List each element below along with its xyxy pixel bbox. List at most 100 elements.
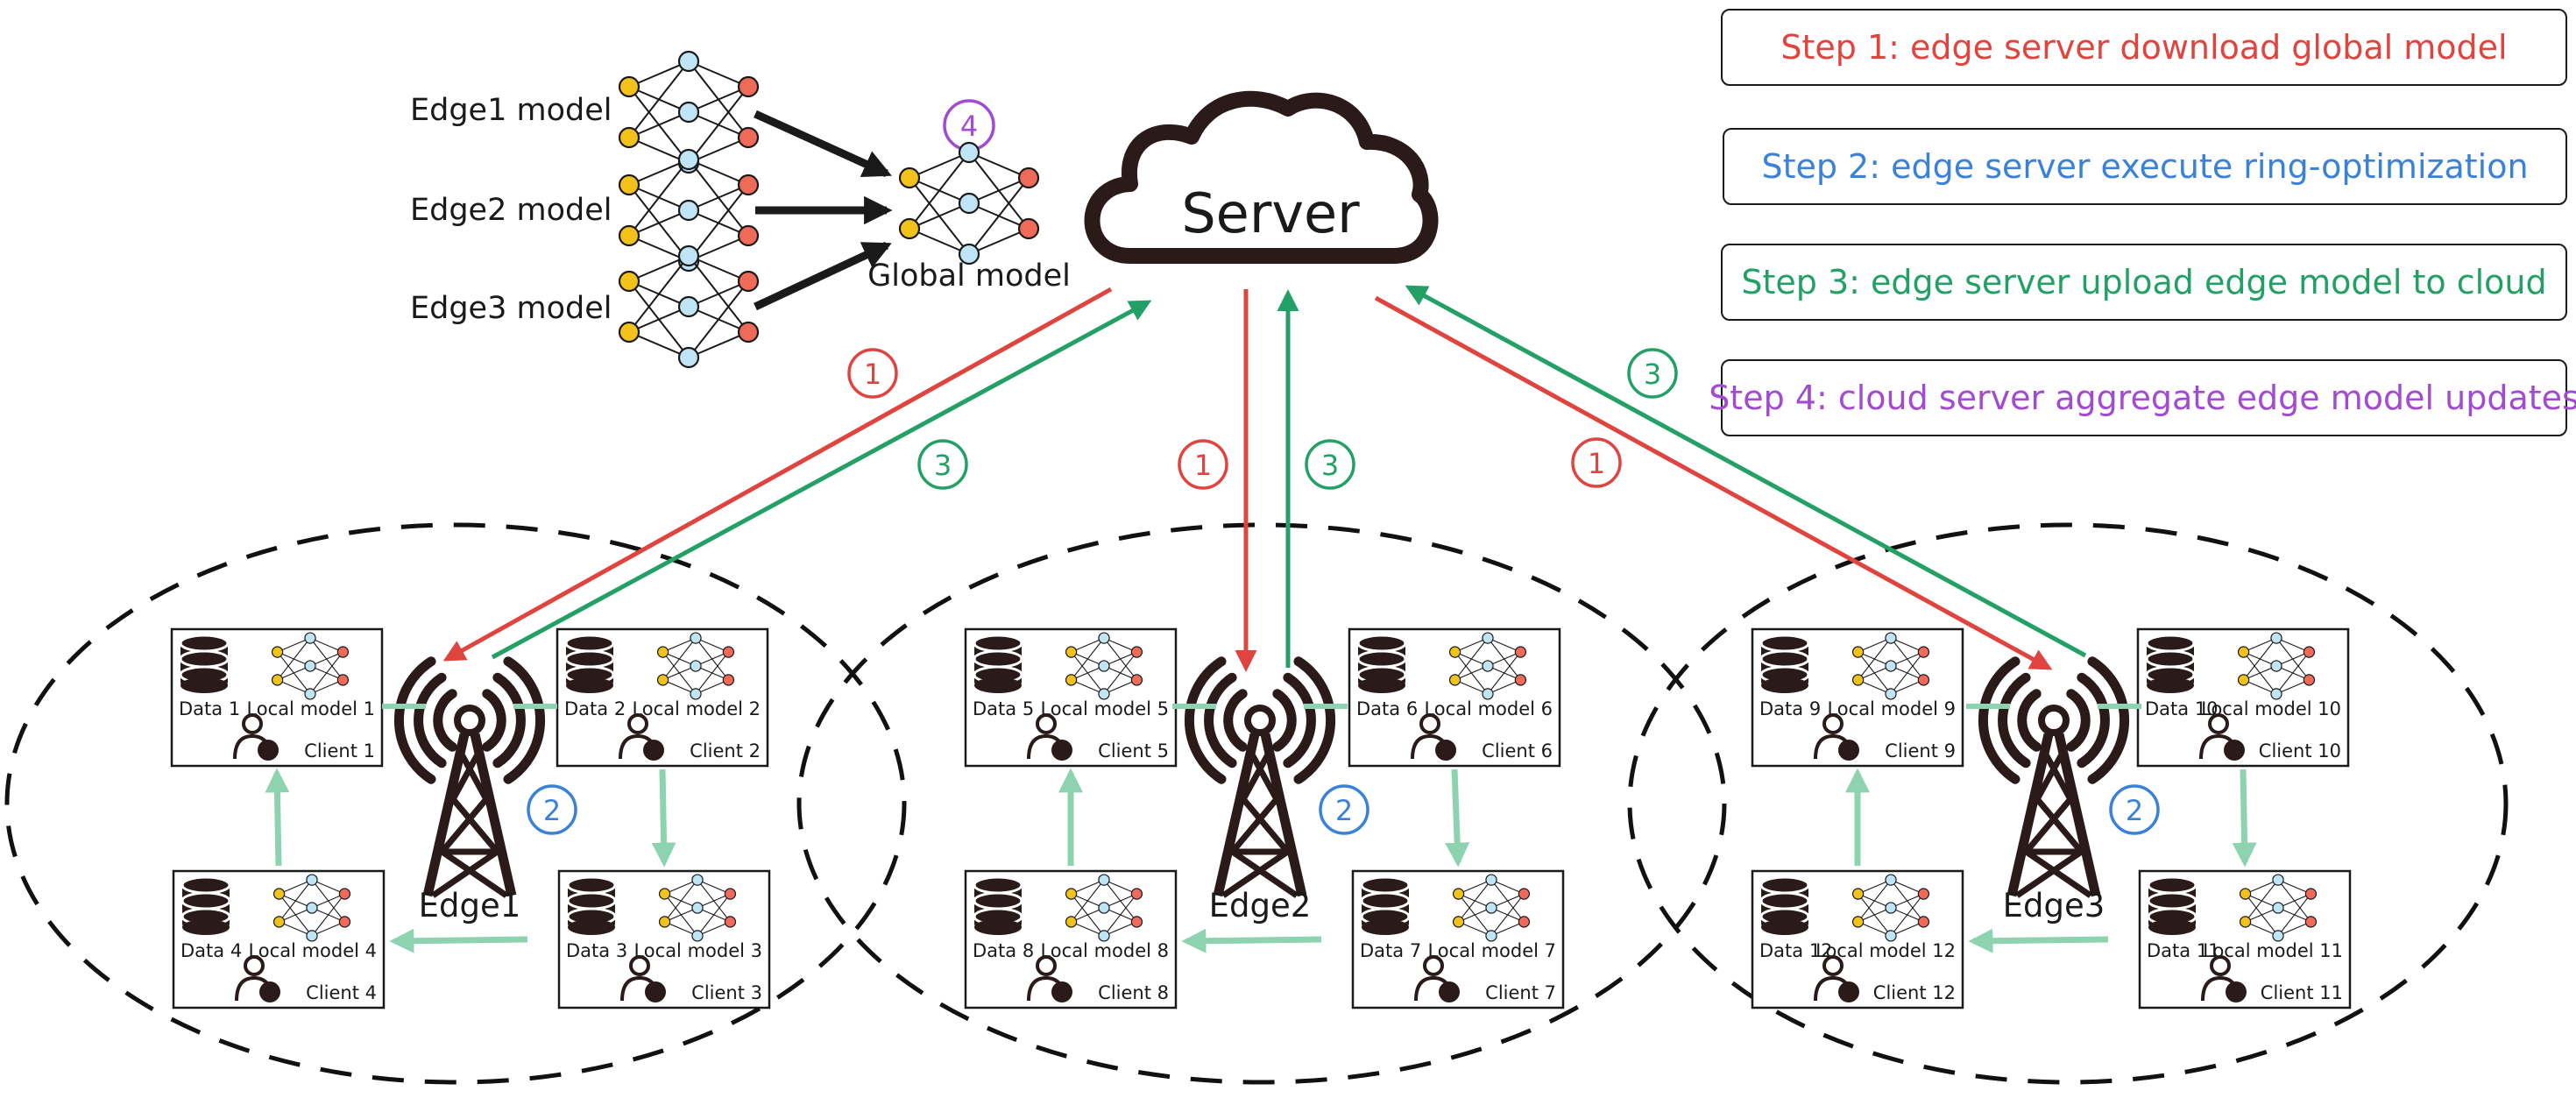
database-icon <box>180 875 231 935</box>
local-model-label: Local model 8 <box>1040 940 1169 961</box>
client-person-icon <box>1027 955 1072 1002</box>
database-icon <box>1759 634 1810 693</box>
ring-arrow <box>2232 769 2257 868</box>
svg-text:4: 4 <box>960 110 978 143</box>
local-model-network-icon <box>1065 632 1143 700</box>
data-label: Data 12 <box>1759 940 1833 961</box>
database-icon <box>2147 875 2197 935</box>
step4-box: Step 4: cloud server aggregate edge mode… <box>1709 359 2576 436</box>
local-model-network-icon <box>1851 874 1930 942</box>
edge1-tower-icon <box>393 656 546 898</box>
client-label: Client 10 <box>2259 740 2341 762</box>
client-person-icon <box>1814 955 1859 1002</box>
local-model-label: Local model 1 <box>246 698 375 719</box>
database-icon <box>564 634 615 693</box>
local-model-network-icon <box>271 632 350 700</box>
svg-text:2: 2 <box>1335 794 1353 827</box>
ring-arrow <box>1445 769 1470 868</box>
upload-arrow-edge1 <box>491 300 1152 660</box>
local-model-network-icon <box>2237 632 2316 700</box>
step1-box: Step 1: edge server download global mode… <box>1721 9 2567 86</box>
data-label: Data 7 <box>1360 940 1421 961</box>
client-person-icon <box>1414 955 1460 1002</box>
database-icon <box>973 875 1023 935</box>
local-model-label: Local model 7 <box>1427 940 1556 961</box>
edge2-model-network-icon <box>618 148 760 273</box>
server-label: Server <box>1181 181 1360 245</box>
ring-arrow <box>265 768 290 867</box>
local-model-label: Local model 5 <box>1040 698 1169 719</box>
edge1-label: Edge1 <box>419 887 521 924</box>
local-model-network-icon <box>1452 874 1531 942</box>
local-model-network-icon <box>2239 874 2318 942</box>
local-model-label: Local model 4 <box>248 940 377 961</box>
step2-marker-edge1: 2 <box>527 784 577 835</box>
step3-marker-edge2: 3 <box>1305 439 1355 490</box>
client-person-icon <box>1814 713 1859 761</box>
data-label: Data 2 <box>564 698 626 719</box>
data-label: Data 4 <box>180 940 242 961</box>
edge3-model-network-icon <box>618 244 760 369</box>
edge2-region <box>796 522 1727 1085</box>
svg-text:2: 2 <box>543 794 561 827</box>
data-label: Data 9 <box>1759 698 1821 719</box>
client-person-icon <box>619 713 664 761</box>
client-label: Client 1 <box>304 740 375 762</box>
data-label: Data 8 <box>973 940 1034 961</box>
client-label: Client 11 <box>2261 982 2343 1003</box>
client-label: Client 6 <box>1482 740 1553 762</box>
svg-text:1: 1 <box>1194 449 1212 482</box>
step2-box: Step 2: edge server execute ring-optimiz… <box>1723 128 2567 205</box>
download-arrow-edge3 <box>1374 295 2053 670</box>
svg-text:3: 3 <box>934 449 952 482</box>
step1-label: Step 1: edge server download global mode… <box>1780 28 2508 67</box>
ring-arrow <box>1968 928 2109 953</box>
download-arrow-edge1 <box>442 287 1113 662</box>
local-model-label: Local model 9 <box>1827 698 1956 719</box>
local-model-network-icon <box>658 874 737 942</box>
step2-marker-edge3: 2 <box>2109 784 2160 835</box>
client-label: Client 4 <box>306 982 377 1003</box>
step4-label: Step 4: cloud server aggregate edge mode… <box>1709 379 2576 417</box>
data-label: Data 3 <box>566 940 627 961</box>
local-model-network-icon <box>1851 632 1930 700</box>
local-model-label: Local model 6 <box>1424 698 1553 719</box>
local-model-network-icon <box>272 874 351 942</box>
client-person-icon <box>233 713 279 761</box>
step1-marker-edge2: 1 <box>1178 439 1228 490</box>
edge1-model-label: Edge1 model <box>410 93 612 128</box>
step3-box: Step 3: edge server upload edge model to… <box>1721 244 2567 321</box>
local-model-network-icon <box>1448 632 1527 700</box>
client-label: Client 5 <box>1098 740 1169 762</box>
client-card-6: Data 6 Local model 6 Client 6 <box>1348 627 1561 768</box>
data-label: Data 1 <box>179 698 240 719</box>
data-label: Data 6 <box>1356 698 1418 719</box>
svg-text:3: 3 <box>1644 358 1661 391</box>
data-label: Data 10 <box>2145 698 2219 719</box>
local-model-network-icon <box>656 632 735 700</box>
ring-arrow <box>389 928 528 953</box>
client-person-icon <box>1027 713 1072 761</box>
legend-arrow-edge3 <box>754 241 892 311</box>
edge2-tower-icon <box>1184 656 1336 898</box>
client-person-icon <box>2199 713 2245 761</box>
client-person-icon <box>1411 713 1456 761</box>
client-label: Client 9 <box>1885 740 1956 762</box>
database-icon <box>566 875 617 935</box>
ring-arrow <box>651 769 676 868</box>
client-person-icon <box>2201 955 2247 1002</box>
edge3-model-label: Edge3 model <box>410 291 612 326</box>
svg-text:1: 1 <box>864 358 881 391</box>
client-label: Client 3 <box>691 982 762 1003</box>
edge2-label: Edge2 <box>1209 887 1312 924</box>
local-model-label: Local model 3 <box>633 940 762 961</box>
database-icon <box>1356 634 1407 693</box>
client-person-icon <box>620 955 666 1002</box>
step3-label: Step 3: edge server upload edge model to… <box>1741 263 2547 301</box>
ring-arrow <box>1181 928 1322 953</box>
database-icon <box>179 634 230 693</box>
edge1-region <box>4 522 907 1085</box>
edge3-tower-icon <box>1978 656 2130 898</box>
